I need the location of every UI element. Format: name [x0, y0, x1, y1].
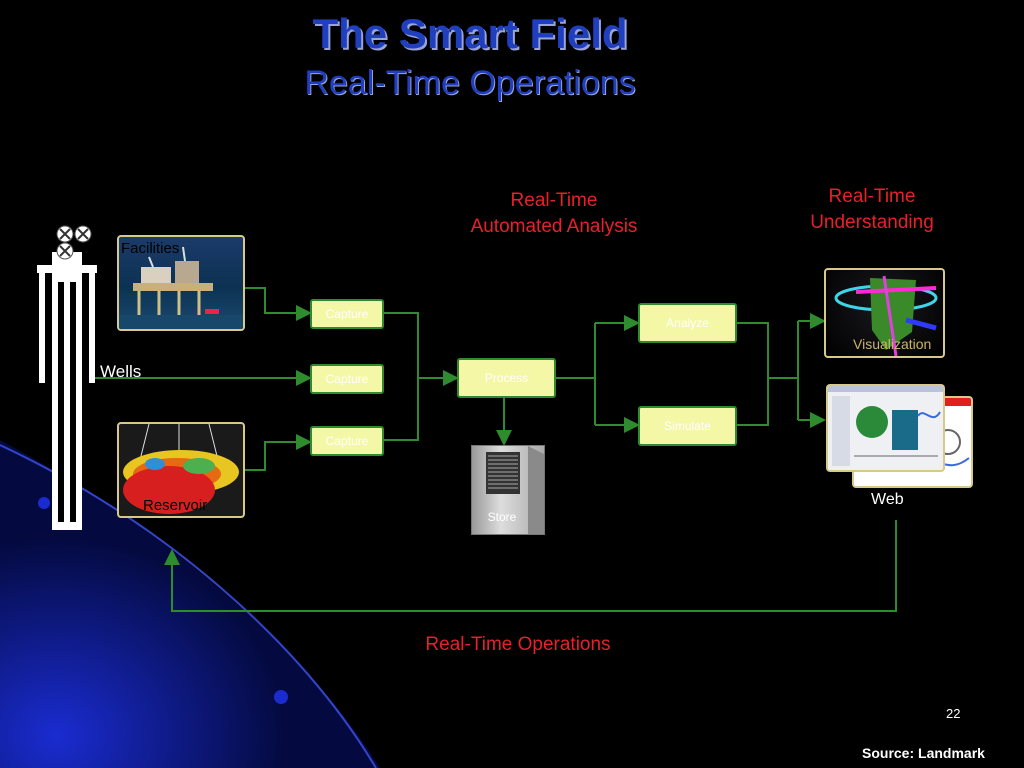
process-box: Process	[457, 358, 556, 398]
capture-box-1: Capture	[310, 299, 384, 329]
label-automated-analysis: Real-Time Automated Analysis	[470, 190, 638, 237]
reservoir-image	[117, 422, 245, 518]
page-number: 22	[946, 706, 961, 721]
visualization-image	[824, 268, 945, 358]
analyze-box: Analyze	[638, 303, 737, 343]
label-reservoir: Reservoir	[143, 497, 208, 514]
web-app-window-icon	[828, 386, 943, 466]
capture-box-3: Capture	[310, 426, 384, 456]
slide-subtitle: Real-Time Operations	[304, 64, 636, 102]
capture-box-2: Capture	[310, 364, 384, 394]
wellbore-diagram	[37, 225, 97, 530]
web-screenshot-front	[826, 384, 945, 472]
label-understanding: Real-Time Understanding	[810, 186, 934, 233]
reservoir-map-icon	[123, 424, 239, 514]
server-icon	[486, 446, 544, 534]
label-facilities: Facilities	[121, 240, 180, 257]
3d-visualization-icon	[834, 275, 938, 356]
simulate-box: Simulate	[638, 406, 737, 446]
label-store: Store	[487, 510, 517, 524]
offshore-platform-icon	[119, 246, 243, 329]
facilities-image	[117, 235, 245, 331]
store-server: Store	[471, 445, 545, 535]
label-visualization: Visualization	[853, 336, 932, 352]
label-wells: Wells	[100, 362, 142, 381]
label-web: Web	[871, 491, 904, 508]
label-operations: Real-Time Operations	[425, 634, 611, 655]
slide-title: The Smart Field	[312, 10, 628, 57]
source-credit: Source: Landmark	[862, 745, 985, 761]
